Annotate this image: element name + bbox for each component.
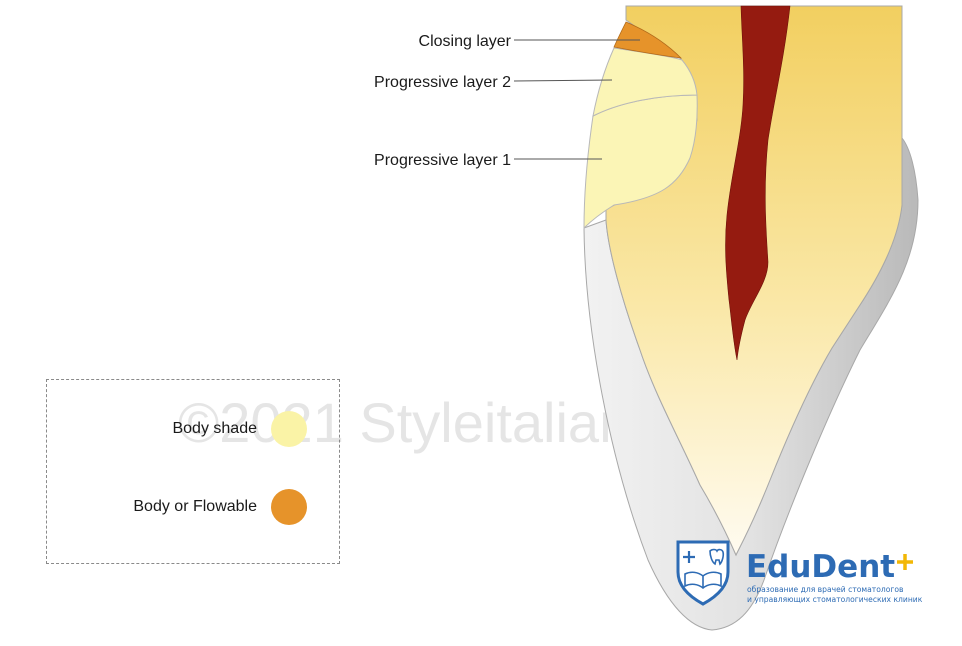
tooth-icon (709, 548, 725, 566)
legend: Body shade Body or Flowable (46, 379, 340, 564)
pulp-canal (725, 5, 791, 361)
brand-tagline-2: и управляющих стоматологических клиник (747, 595, 923, 604)
progressive-layer-2-leader (513, 79, 613, 82)
legend-label-body-shade: Body shade (172, 420, 257, 437)
legend-label-flowable: Body or Flowable (133, 498, 257, 515)
brand-plus-icon (897, 554, 913, 570)
legend-item-flowable: Body or Flowable (133, 489, 307, 525)
plus-icon (683, 551, 695, 563)
progressive-layer-1-label: Progressive layer 1 (374, 152, 511, 169)
closing-layer-label: Closing layer (419, 33, 512, 50)
body-shade-swatch (271, 411, 307, 447)
flowable-swatch (271, 489, 307, 525)
progressive-layer-2-label: Progressive layer 2 (374, 74, 511, 91)
closing-layer (613, 21, 683, 59)
brand-name: EduDent (746, 549, 895, 585)
brand-tagline-1: образование для врачей стоматологов (747, 585, 904, 594)
book-icon (684, 571, 722, 590)
legend-item-body-shade: Body shade (172, 411, 307, 447)
edudent-logo: EduDent образование для врачей стоматоло… (676, 540, 923, 606)
